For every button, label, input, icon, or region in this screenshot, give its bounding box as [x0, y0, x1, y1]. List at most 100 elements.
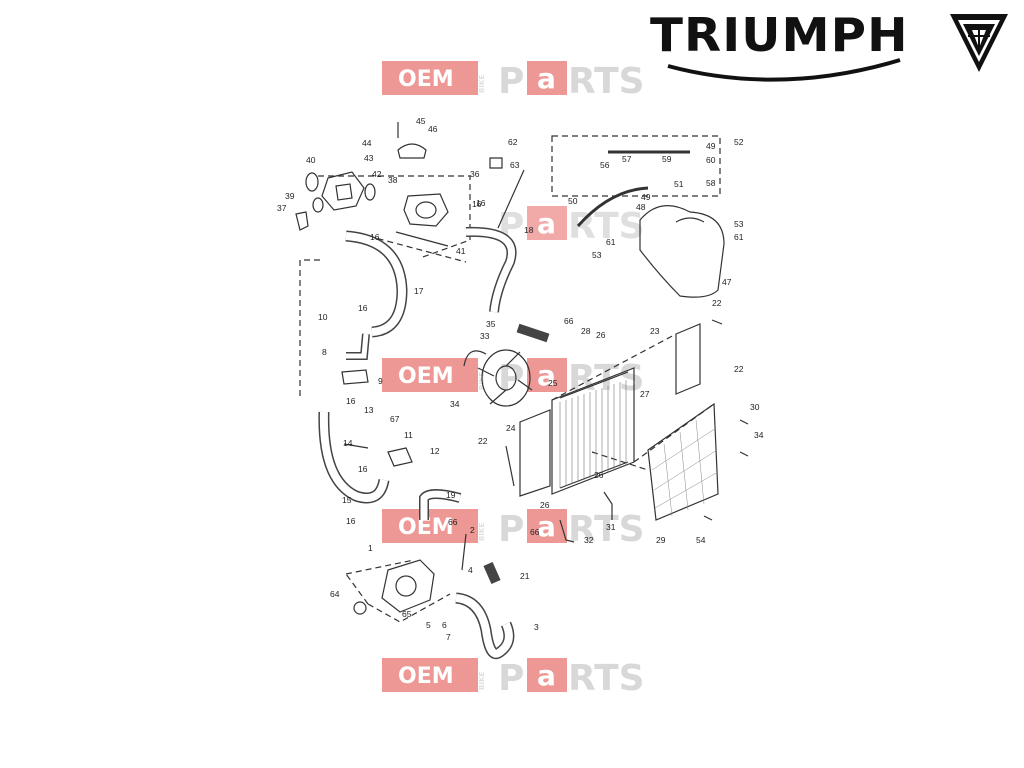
callout: 22	[478, 436, 488, 446]
triumph-triangle-emblem	[950, 14, 1008, 72]
svg-text:BIKE: BIKE	[478, 75, 486, 93]
callout: 51	[674, 179, 684, 189]
callout: 16	[346, 516, 356, 526]
callout: 57	[622, 154, 632, 164]
union-11	[387, 447, 413, 467]
guard-mesh	[651, 419, 719, 517]
callout: 22	[712, 298, 722, 308]
callout: 37	[277, 203, 287, 213]
svg-text:BIKE: BIKE	[478, 672, 486, 690]
callout: 16	[358, 303, 368, 313]
callout: 49	[706, 141, 716, 151]
callout: 61	[734, 232, 744, 242]
callout: 16	[472, 199, 482, 209]
callout: 52	[734, 137, 744, 147]
callout: 8	[322, 347, 327, 357]
callout: 3	[534, 622, 539, 632]
callout: 50	[568, 196, 578, 206]
callout: 16	[358, 464, 368, 474]
callout: 43	[364, 153, 374, 163]
callout: 19	[446, 490, 456, 500]
callout: 48	[636, 202, 646, 212]
svg-text:OEM: OEM	[398, 364, 454, 389]
svg-text:P: P	[498, 61, 524, 102]
callout: 4	[468, 565, 473, 575]
o-ring-39	[312, 197, 324, 213]
callout-labels: 45 46 62 63 52 44 43 49 60 40 42 56 57 5…	[277, 116, 764, 642]
callout: 29	[656, 535, 666, 545]
callout: 25	[548, 378, 558, 388]
svg-text:OEM: OEM	[398, 664, 454, 689]
callout: 66	[530, 527, 540, 537]
callout: 26	[596, 330, 606, 340]
hose-50	[576, 186, 649, 227]
callout: 30	[750, 402, 760, 412]
callout: 61	[606, 237, 616, 247]
callout: 26	[540, 500, 550, 510]
callout: 28	[581, 326, 591, 336]
callout: 17	[414, 286, 424, 296]
hose-21	[483, 561, 501, 585]
radiator-fins	[559, 380, 627, 488]
svg-text:RTS: RTS	[568, 509, 645, 550]
callout: 34	[754, 430, 764, 440]
callout: 2	[470, 525, 475, 535]
callout: 13	[364, 405, 374, 415]
o-ring-64	[353, 601, 367, 615]
callout: 42	[372, 169, 382, 179]
callout: 21	[520, 571, 530, 581]
svg-text:a: a	[537, 659, 556, 692]
callout: 35	[486, 319, 496, 329]
callout: 11	[404, 430, 413, 440]
svg-text:P: P	[498, 658, 524, 699]
callout: 66	[564, 316, 574, 326]
svg-text:a: a	[537, 359, 556, 392]
sensor-37	[295, 211, 309, 231]
callout: 40	[306, 155, 316, 165]
callout: 46	[428, 124, 438, 134]
callout: 36	[470, 169, 480, 179]
callout: 1	[368, 543, 373, 553]
callout: 59	[662, 154, 672, 164]
callout: 27	[640, 389, 650, 399]
watermark-row-1: OEM BIKE P a RTS	[382, 61, 645, 102]
callout: 66	[448, 517, 458, 527]
svg-text:P: P	[498, 509, 524, 550]
callout: 38	[388, 175, 398, 185]
callout: 64	[330, 589, 340, 599]
callout: 16	[370, 232, 380, 242]
callout: 39	[285, 191, 295, 201]
radiator-cap-46	[397, 143, 427, 159]
watermark-row-3: OEM BIKE P a RTS	[382, 509, 645, 550]
callout: 33	[480, 331, 490, 341]
svg-text:a: a	[537, 62, 556, 95]
callout: 53	[592, 250, 602, 260]
svg-text:a: a	[537, 207, 556, 240]
filler-neck-38	[403, 193, 449, 227]
callout: 24	[506, 423, 516, 433]
cooling-fan-33	[477, 349, 533, 407]
callout: 49	[641, 192, 651, 202]
callout: 54	[696, 535, 706, 545]
callout: 32	[584, 535, 594, 545]
callout: 45	[416, 116, 426, 126]
callout: 56	[600, 160, 610, 170]
thermostat-housing	[321, 171, 365, 211]
group-outline-36	[318, 175, 471, 259]
svg-text:a: a	[537, 510, 556, 543]
parts-linework	[295, 122, 749, 660]
svg-text:OEM: OEM	[398, 67, 454, 92]
callout: 62	[508, 137, 518, 147]
callout: 9	[378, 376, 383, 386]
svg-text:RTS: RTS	[568, 206, 645, 247]
o-ring-40	[305, 172, 319, 192]
expansion-tank-47	[639, 205, 725, 298]
side-panel-23	[675, 323, 701, 395]
callout: 16	[476, 198, 486, 208]
callout: 23	[650, 326, 660, 336]
bracket-31	[603, 491, 613, 520]
callout: 22	[734, 364, 744, 374]
hose-15	[318, 411, 390, 504]
svg-text:BIKE: BIKE	[478, 523, 486, 541]
